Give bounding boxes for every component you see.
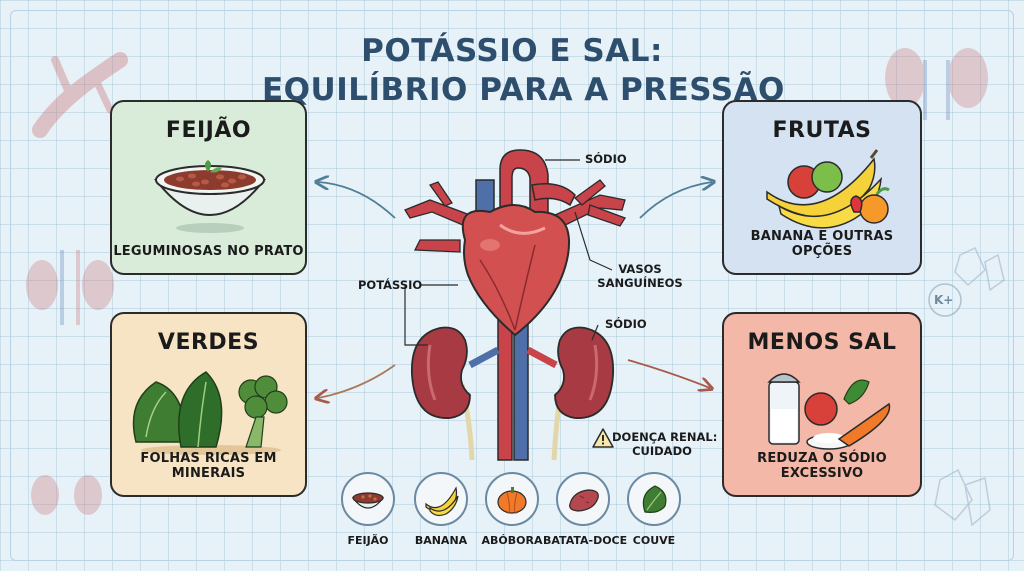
beans-bowl-icon: [351, 492, 385, 509]
card-frutas-title: FRUTAS: [772, 118, 872, 143]
left-kidney-icon: [411, 326, 471, 419]
warning-triangle-icon: [592, 428, 614, 448]
card-feijao-caption: LEGUMINOSAS NO PRATO: [113, 244, 304, 259]
food-circle-banana: [414, 472, 468, 526]
food-label-abobora: ABÓBORA: [481, 534, 543, 547]
potassium-badge-label: K+: [934, 293, 954, 307]
fruits-icon: [766, 149, 890, 229]
potassium-badge-icon: [928, 283, 962, 317]
crystal-decoration-icon: [934, 247, 1005, 527]
sweet-potato-icon: [569, 489, 599, 512]
vasos-label-line-1: VASOS: [618, 262, 662, 276]
doenca-renal-warning: DOENÇA RENAL: CUIDADO: [612, 430, 718, 458]
food-label-couve: COUVE: [632, 534, 676, 547]
kale-leaf-icon: [642, 485, 667, 513]
card-verdes-title: VERDES: [157, 330, 260, 355]
blood-vessels-branches: [404, 179, 626, 253]
food-circle-abobora: [485, 472, 539, 526]
card-frutas: FRUTAS BANANA E OUTRAS OPÇÕES: [722, 100, 922, 275]
card-menos-sal-title: MENOS SAL: [747, 330, 897, 355]
vasos-sanguineos-label: VASOS SANGUÍNEOS: [595, 262, 685, 290]
food-label-banana: BANANA: [414, 534, 468, 547]
food-circle-feijao: [341, 472, 395, 526]
kidney-decoration-icon: [885, 48, 988, 120]
vasos-label-line-2: SANGUÍNEOS: [597, 276, 683, 290]
title-line-2: EQUILÍBRIO PARA A PRESSÃO: [262, 72, 785, 108]
card-verdes: VERDES FOLHAS RICAS EM MINERAIS: [110, 312, 307, 497]
card-frutas-caption: BANANA E OUTRAS OPÇÕES: [750, 229, 894, 259]
arrow-to-verdes: [318, 364, 396, 398]
salt-shaker-icon: [767, 373, 891, 450]
card-menos-sal: MENOS SAL REDUZA O SÓDIO EXCESSIVO: [722, 312, 922, 497]
kidney-decoration-icon: [26, 250, 114, 325]
page-title: POTÁSSIO E SAL: EQUILÍBRIO PARA A PRESSÃ…: [262, 32, 785, 110]
greens-icon: [132, 371, 288, 455]
card-verdes-caption: FOLHAS RICAS EM MINERAIS: [140, 451, 277, 481]
card-feijao-title: FEIJÃO: [165, 118, 252, 143]
right-kidney-icon: [554, 326, 614, 419]
warning-line-1: DOENÇA RENAL:: [612, 430, 718, 444]
food-label-feijao: FEIJÃO: [347, 534, 389, 547]
potassio-label: POTÁSSIO: [358, 278, 423, 292]
pumpkin-icon: [497, 487, 527, 514]
arrow-to-feijao: [318, 182, 396, 219]
sodio-kidney-label: SÓDIO: [605, 317, 647, 331]
banana-icon: [425, 486, 459, 517]
kidney-decoration-icon: [31, 475, 102, 515]
card-feijao: FEIJÃO LEGUMINOSAS NO PRATO: [110, 100, 307, 275]
artery-decoration-icon: [32, 52, 128, 138]
warning-line-2: CUIDADO: [632, 444, 692, 458]
food-circle-batata-doce: [556, 472, 610, 526]
arrow-to-menos-sal: [627, 359, 710, 388]
sodio-top-label: SÓDIO: [585, 152, 627, 166]
card-menos-sal-caption: REDUZA O SÓDIO EXCESSIVO: [757, 451, 887, 481]
food-circle-couve: [627, 472, 681, 526]
leader-lines: [404, 159, 613, 346]
arrow-to-frutas: [639, 182, 712, 219]
title-line-1: POTÁSSIO E SAL:: [361, 33, 663, 69]
heart-icon: [461, 149, 576, 337]
food-label-batata-doce: BATATA-DOCE: [543, 534, 628, 547]
beans-bowl-icon: [153, 160, 267, 233]
